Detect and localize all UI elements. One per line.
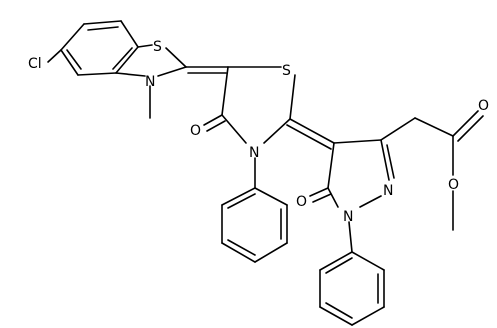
thiazolidinone-ring: [221, 66, 296, 144]
atom-label-n2-pyrazole: N: [383, 183, 393, 199]
svg-text:N: N: [343, 209, 353, 225]
c-cl-bond: [47, 49, 62, 63]
benzothiazole-thiazole-ring: [115, 44, 187, 77]
atom-label-s-thiazolidinone: S: [282, 63, 291, 79]
svg-text:Cl: Cl: [28, 56, 42, 72]
atom-label-o-ester-carbonyl: O: [478, 98, 489, 114]
atom-label-s-benzothiazole: S: [153, 39, 162, 55]
atom-label-o-ester-alkoxy: O: [448, 177, 459, 193]
svg-text:O: O: [448, 177, 459, 193]
atom-label-n-benzothiazole: N: [145, 74, 155, 90]
atom-label-n1-pyrazole: N: [343, 209, 353, 225]
svg-text:S: S: [282, 63, 291, 79]
svg-text:N: N: [145, 74, 155, 90]
svg-text:O: O: [190, 123, 201, 139]
svg-text:O: O: [478, 98, 489, 114]
ethyl-acetate-chain: [380, 110, 484, 231]
benzothiazole-benzene-ring: [60, 20, 139, 76]
svg-text:O: O: [296, 194, 307, 210]
svg-text:N: N: [383, 183, 393, 199]
phenyl-ring-2: [319, 251, 385, 326]
atom-label-cl: Cl: [28, 56, 42, 72]
atom-label-o-thiazolidinone: O: [190, 123, 201, 139]
svg-text:S: S: [153, 39, 162, 55]
n-phenyl-bond-2: [348, 221, 353, 253]
exocyclic-double-bond-2: [286, 118, 335, 150]
phenyl-ring-1: [221, 187, 288, 263]
exocyclic-double-bond-1: [185, 66, 229, 74]
thiazolidinone-carbonyl-bond: [203, 114, 226, 132]
pyrazolone-ring: [327, 139, 395, 208]
svg-text:N: N: [249, 145, 259, 161]
atom-label-n-thiazolidinone: N: [249, 145, 259, 161]
pyrazolone-carbonyl-bond: [309, 187, 332, 203]
atom-label-o-pyrazolone: O: [296, 194, 307, 210]
